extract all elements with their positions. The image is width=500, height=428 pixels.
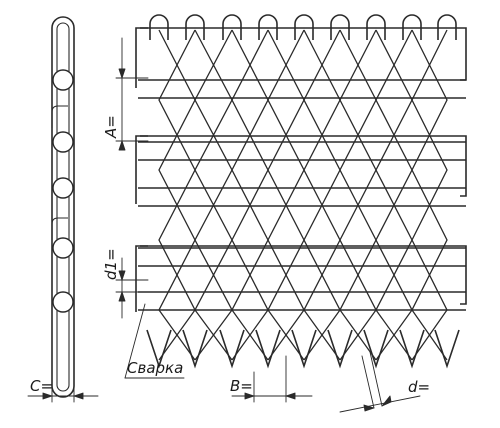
side-view-outer-loop [51,16,75,398]
bottom-tip-2 [182,329,208,369]
edge-frame-left-3 [135,245,148,312]
dimension-lines [27,37,421,413]
edge-frame-right-1 [140,27,467,81]
label-d: d= [408,378,430,396]
bottom-tip-9 [434,329,460,369]
zigzag-wire-back-1 [158,29,196,361]
label-c: C= [30,377,53,395]
zigzag-wire-back-7 [375,29,413,361]
bottom-tip-8 [399,329,425,369]
bottom-tip-4 [255,329,281,369]
top-loop-6 [330,14,350,40]
label-b: B= [230,377,253,395]
front-view [135,14,467,369]
bottom-tip-3 [219,329,245,369]
top-loop-4 [258,14,278,40]
zigzag-wire-back-4 [267,29,305,361]
side-view-rod-1 [52,69,74,91]
bottom-tip-1 [146,329,172,369]
top-loop-2 [185,14,205,40]
edge-frame-left-1 [135,27,148,88]
side-view-inner-loop [56,22,70,392]
bottom-tip-5 [291,329,317,369]
side-view-rod-3 [52,177,74,199]
edge-frame-left-2 [135,135,148,204]
top-loop-8 [402,14,422,40]
top-loop-5 [294,14,314,40]
side-view-rod-2 [52,131,74,153]
side-view [51,16,75,398]
side-view-link-2 [51,217,68,240]
zigzag-wire-back-3 [231,29,269,361]
edge-frame-right-3 [140,245,467,305]
top-loop-1 [149,14,169,40]
zigzag-wire-back-5 [303,29,341,361]
bottom-tip-7 [363,329,389,369]
bottom-tip-6 [327,329,353,369]
top-loop-3 [222,14,242,40]
top-loop-9 [437,14,457,40]
side-view-link-1 [51,105,68,128]
side-view-rod-4 [52,237,74,259]
edge-frame-right-2 [140,135,467,197]
label-weld: Сварка [127,359,183,377]
zigzag-wire-back-8 [411,29,448,361]
top-loop-7 [366,14,386,40]
label-a: A= [102,115,120,139]
label-d1: d1= [102,248,120,280]
side-view-rod-5 [52,291,74,313]
zigzag-wire-back-6 [339,29,377,361]
zigzag-wire-back-2 [194,29,233,361]
